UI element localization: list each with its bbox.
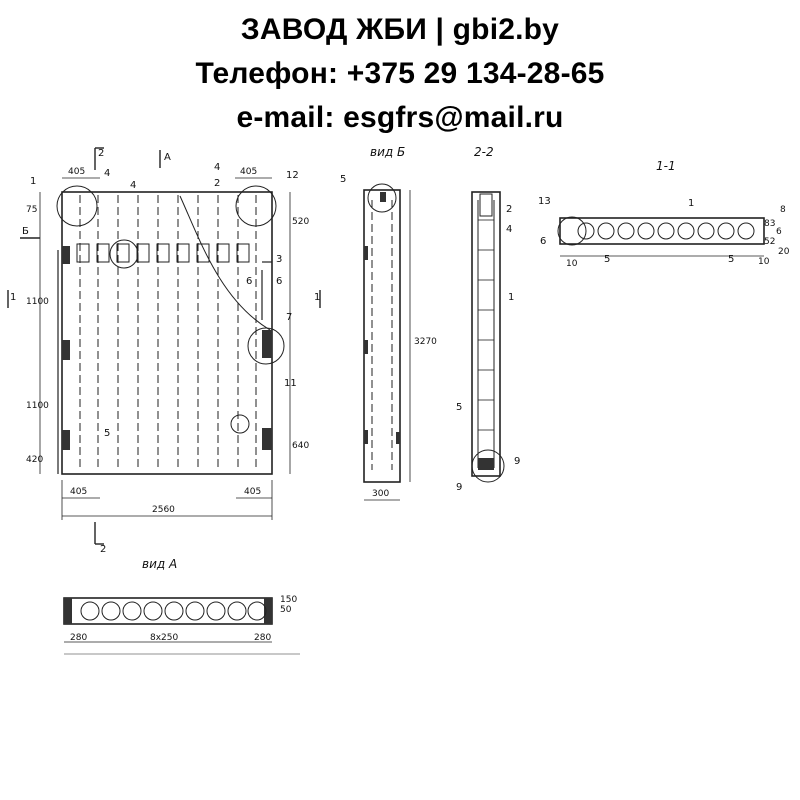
section-mark-2-bottom: 2 (100, 544, 106, 555)
dim-view-b-width: 300 (372, 489, 389, 499)
section-2-2-title: 2-2 (474, 145, 494, 159)
callout-1-section-22: 1 (508, 292, 514, 303)
dim-left-1100-upper: 1100 (26, 297, 49, 307)
section-mark-b: Б (22, 226, 29, 237)
dim-top-right: 405 (240, 167, 257, 177)
view-b-title: вид Б (370, 145, 405, 159)
section-2-2 (471, 191, 505, 483)
main-plan-view (7, 147, 321, 545)
callout-4c-main: 4 (214, 162, 220, 173)
callout-1-section-11: 1 (688, 198, 694, 209)
callout-12-main: 12 (286, 170, 299, 181)
section-1-1 (557, 216, 765, 257)
dim-11-52: 52 (764, 237, 775, 247)
dim-11-8: 8 (780, 205, 786, 215)
dim-left-75: 75 (26, 205, 37, 215)
callout-9-section-22: 9 (456, 482, 462, 493)
section-mark-2-top: 2 (98, 148, 104, 159)
section-1-1-title: 1-1 (656, 159, 676, 173)
callout-6-section-11: 6 (540, 236, 546, 247)
callout-13-section-11: 13 (538, 196, 551, 207)
callout-4-main: 4 (104, 168, 110, 179)
dim-right-520: 520 (292, 217, 309, 227)
view-a (63, 597, 300, 655)
email-address: e-mail: esgfrs@mail.ru (236, 101, 564, 134)
view-a-title: вид А (142, 557, 177, 571)
dim-top-left: 405 (68, 167, 85, 177)
callout-5a-section-11: 5 (604, 254, 610, 265)
callout-2-section-22: 2 (506, 204, 512, 215)
dim-overall-width: 2560 (152, 505, 175, 515)
dim-view-a-height-50: 50 (280, 605, 292, 615)
callout-6b-main: 6 (276, 276, 282, 287)
section-mark-a: А (164, 152, 171, 163)
view-b (363, 183, 411, 501)
dim-left-420: 420 (26, 455, 43, 465)
dim-left-1100-lower: 1100 (26, 401, 49, 411)
contact-header: ЗАВОД ЖБИ | gbi2.by Телефон: +375 29 134… (0, 8, 800, 140)
callout-5-main: 5 (104, 428, 110, 439)
callout-5-section-22: 5 (456, 402, 462, 413)
dim-11-20: 20 (778, 247, 790, 257)
dim-view-a-right: 280 (254, 633, 271, 643)
callout-5b-section-11: 5 (728, 254, 734, 265)
callout-4-section-22: 4 (506, 224, 512, 235)
callout-4b-main: 4 (130, 180, 136, 191)
dim-bottom-right: 405 (244, 487, 261, 497)
dim-11-10-left: 10 (566, 259, 578, 269)
dim-view-a-left: 280 (70, 633, 87, 643)
phone-number: Телефон: +375 29 134-28-65 (195, 57, 605, 90)
dim-right-640: 640 (292, 441, 309, 451)
company-name: ЗАВОД ЖБИ | gbi2.by (240, 13, 560, 46)
dim-11-10: 10 (758, 257, 770, 267)
callout-1-main: 1 (30, 176, 36, 187)
section-mark-1-right: 1 (314, 292, 320, 303)
callout-7-main: 7 (286, 312, 292, 323)
callout-2-main: 2 (214, 178, 220, 189)
dim-view-b-height: 3270 (414, 337, 437, 347)
dim-bottom-left: 405 (70, 487, 87, 497)
section-mark-1-left: 1 (10, 292, 16, 303)
dim-view-a-height-150: 150 (280, 595, 297, 605)
callout-5-view-b: 5 (340, 174, 346, 185)
callout-9b-section-22: 9 (514, 456, 520, 467)
dim-11-83: 83 (764, 219, 775, 229)
dim-11-6: 6 (776, 227, 782, 237)
dim-view-a-middle: 8x250 (150, 633, 179, 643)
callout-6a-main: 6 (246, 276, 252, 287)
callout-3-main: 3 (276, 254, 282, 265)
callout-11-main: 11 (284, 378, 297, 389)
